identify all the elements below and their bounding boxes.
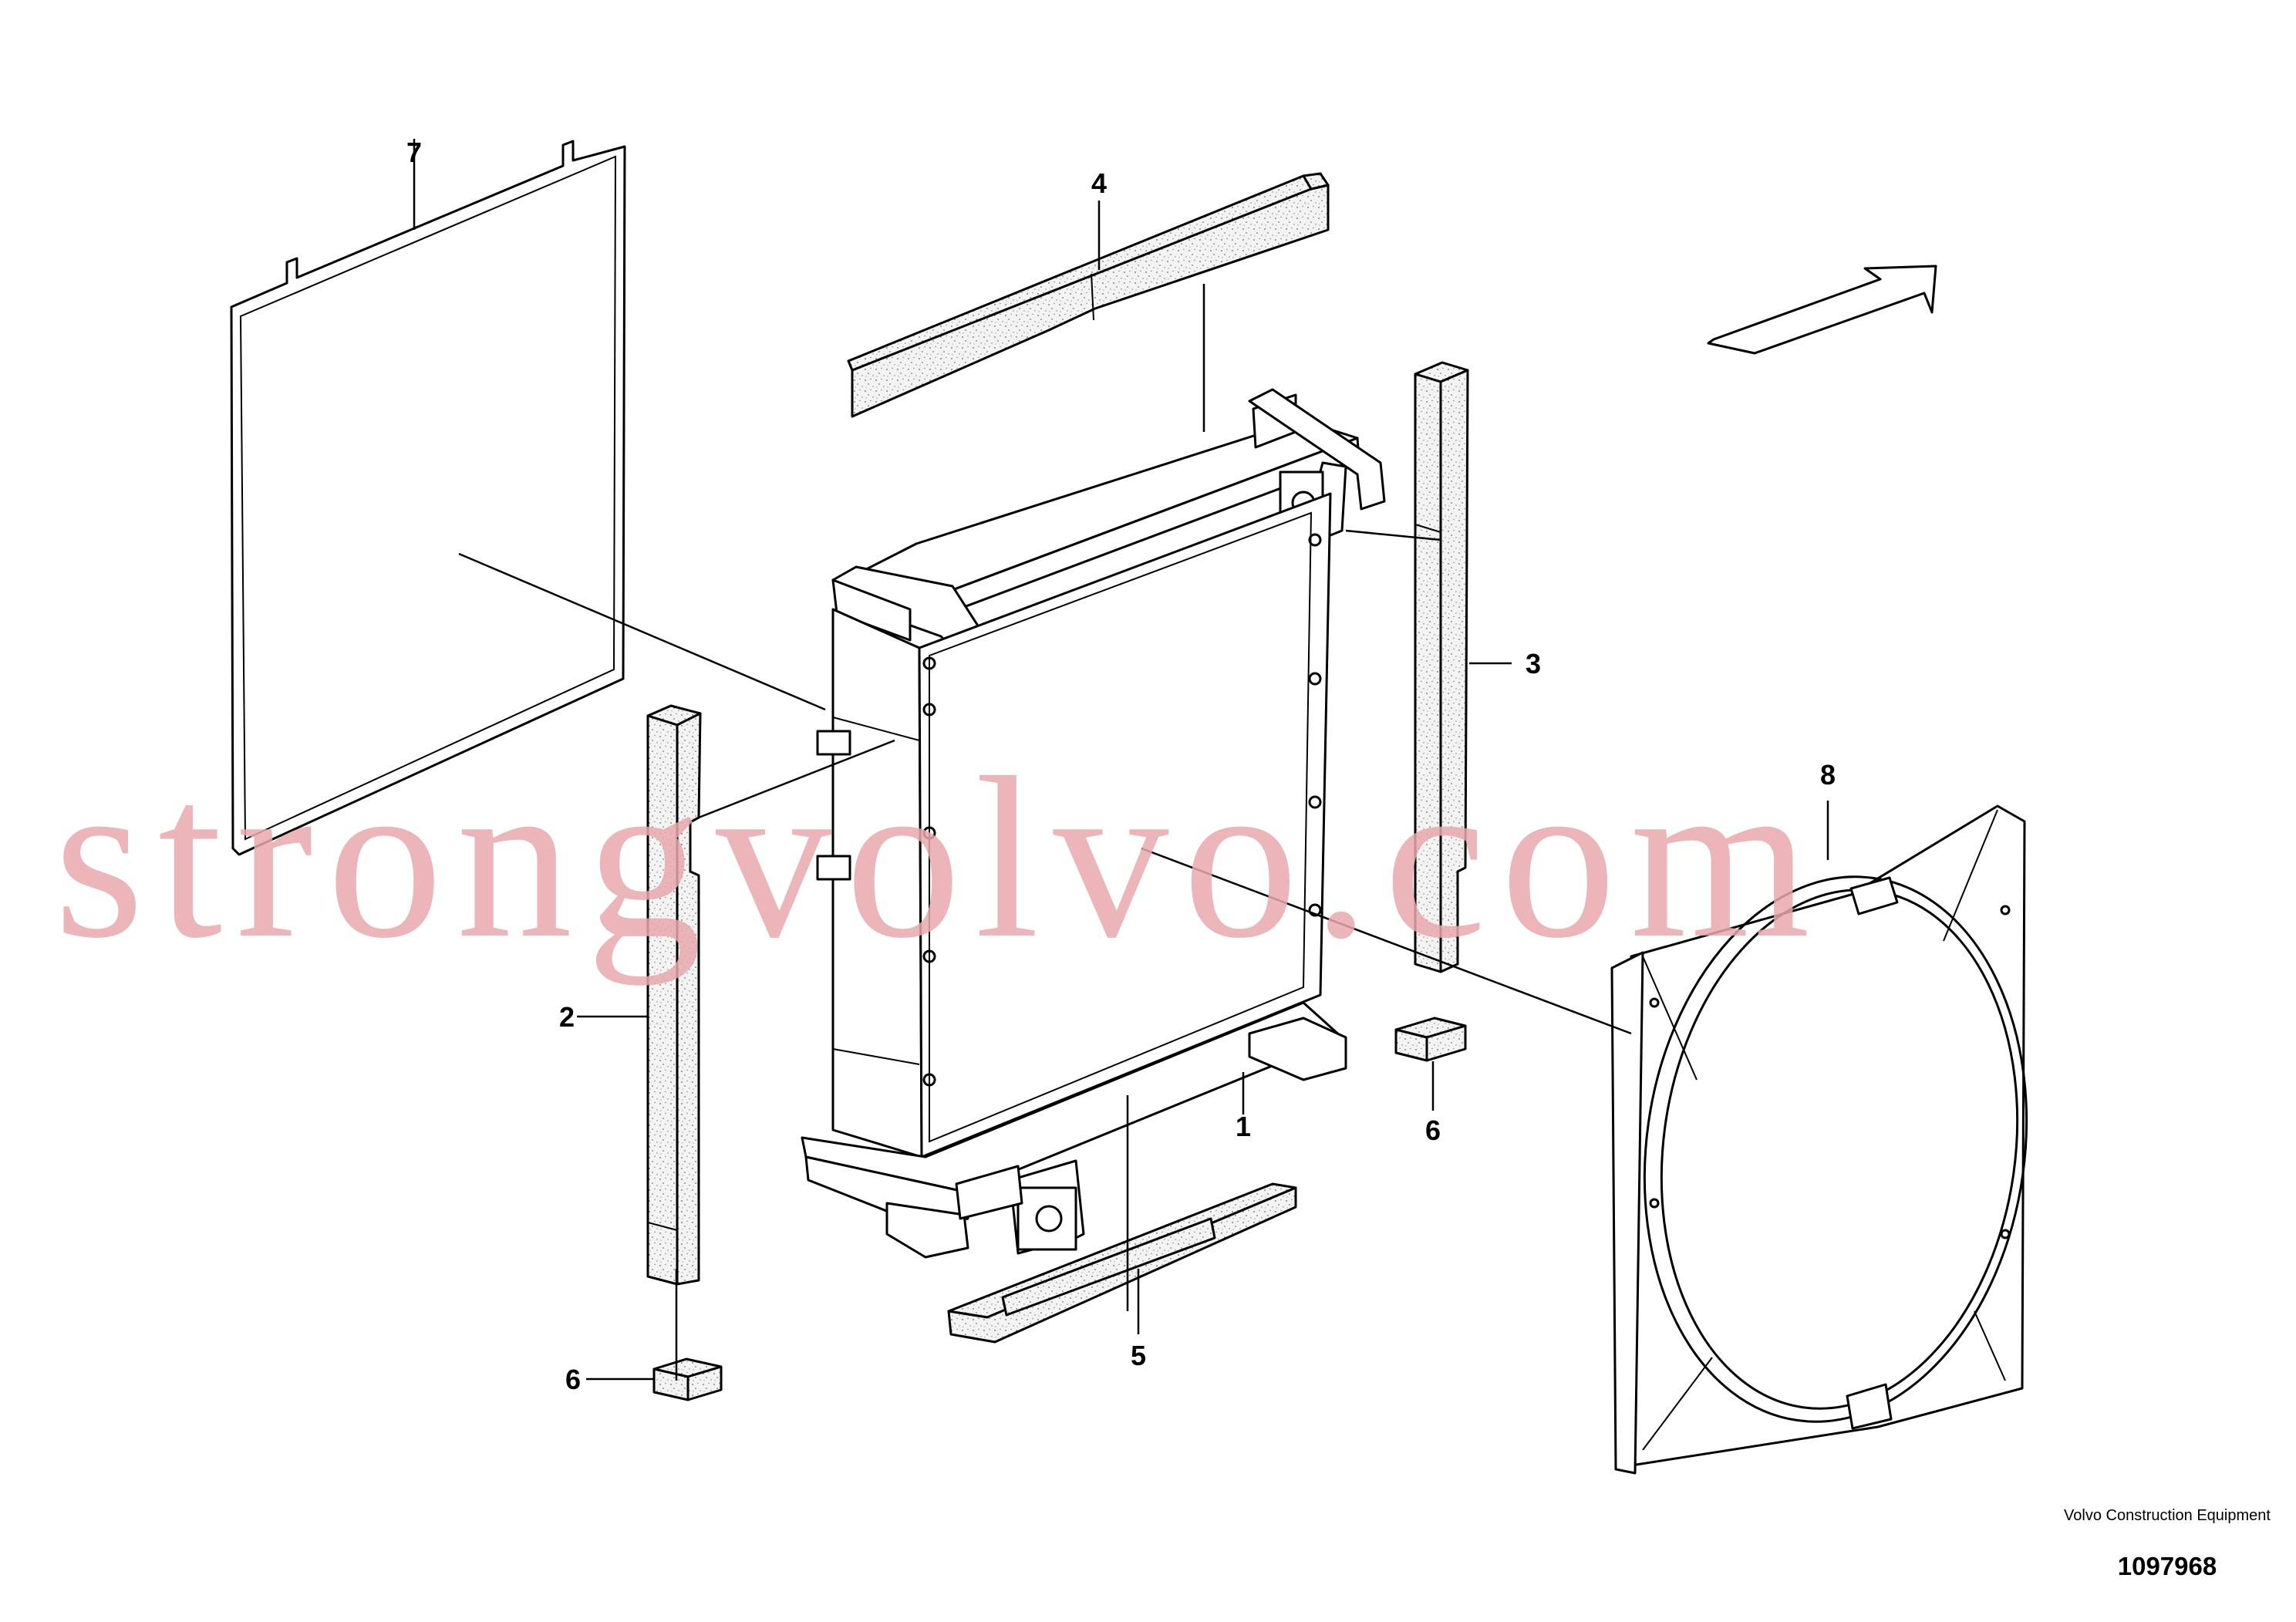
part-7-screen-panel (230, 140, 626, 856)
direction-arrow-icon (1707, 265, 1937, 355)
callout-4: 4 (1091, 167, 1107, 199)
part-2-left-foam-strip (646, 704, 702, 1286)
callout-1: 1 (1236, 1111, 1251, 1142)
part-4-top-foam-strip (847, 172, 1330, 418)
leader-lines (413, 139, 1829, 1381)
callout-6-left: 6 (565, 1364, 581, 1395)
part-1-radiator-assembly (801, 388, 1386, 1259)
part-6-foam-block-left (652, 1357, 723, 1401)
part-8-fan-shroud (1610, 804, 2028, 1475)
callout-2: 2 (559, 1001, 575, 1033)
callout-3: 3 (1526, 648, 1541, 679)
callout-7: 7 (406, 137, 422, 168)
part-5-bottom-foam-strip (947, 1182, 1297, 1344)
publisher-label: Volvo Construction Equipment (2064, 1507, 2271, 1524)
callout-8: 8 (1820, 759, 1836, 791)
part-3-right-foam-strip (1414, 361, 1469, 973)
watermark-text: strongvolvo.com (54, 730, 1824, 986)
part-6-foam-block-right (1394, 1017, 1467, 1062)
callout-6-right: 6 (1425, 1114, 1441, 1146)
callout-5: 5 (1131, 1340, 1146, 1371)
document-number: 1097968 (2117, 1552, 2217, 1580)
